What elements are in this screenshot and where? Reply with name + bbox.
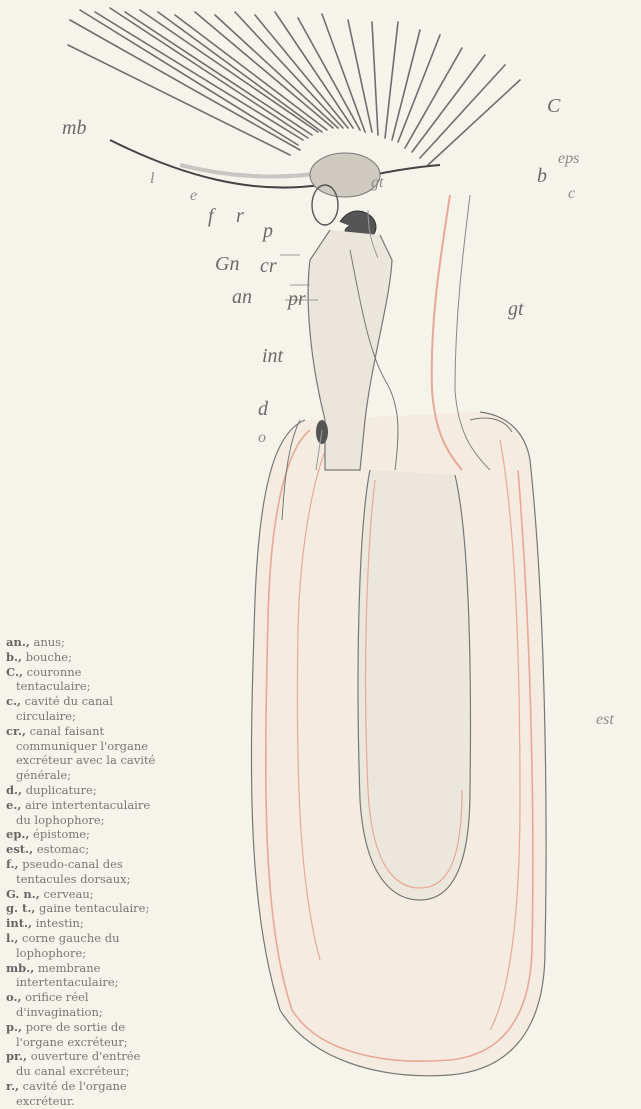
- legend-entry: int., intestin;: [6, 916, 158, 931]
- legend-abbreviation: d.,: [6, 783, 22, 797]
- label-C: C: [547, 95, 561, 117]
- legend-abbreviation: est.,: [6, 842, 33, 856]
- label-d: d: [258, 398, 269, 420]
- label-p: p: [261, 220, 273, 242]
- legend-entry: l., corne gauche du lophophore;: [6, 931, 158, 961]
- legend-entry: f., pseudo-canal des tentacules dorsaux;: [6, 857, 158, 887]
- legend-entry: d., duplicature;: [6, 783, 158, 798]
- label-an: an: [232, 286, 252, 308]
- legend-description: aire intertentaculaire du lophophore;: [16, 798, 150, 827]
- label-f: f: [208, 205, 216, 227]
- legend-entry: mb., membrane intertentaculaire;: [6, 961, 158, 991]
- legend-entry: ep., épistome;: [6, 827, 158, 842]
- legend-description: cavité de l'organe excréteur.: [16, 1079, 127, 1108]
- legend-abbreviation: ep.,: [6, 827, 29, 841]
- legend-abbreviation: f.,: [6, 857, 19, 871]
- legend-abbreviation: pr.,: [6, 1049, 27, 1063]
- legend-description: pseudo-canal des tentacules dorsaux;: [16, 857, 131, 886]
- legend-abbreviation: g. t.,: [6, 901, 35, 915]
- legend-entry: est., estomac;: [6, 842, 158, 857]
- legend-description: ouverture d'entrée du canal excréteur;: [16, 1049, 140, 1078]
- legend-abbreviation: int.,: [6, 916, 32, 930]
- legend-entry: r., cavité de l'organe excréteur.: [6, 1079, 158, 1109]
- label-est: est: [596, 711, 614, 728]
- legend-abbreviation: an.,: [6, 635, 30, 649]
- legend-entry: o., orifice réel d'invagination;: [6, 990, 158, 1020]
- label-mb: mb: [62, 117, 86, 139]
- legend-description: cerveau;: [43, 887, 93, 901]
- legend-description: cavité du canal circulaire;: [16, 694, 113, 723]
- legend-abbreviation: r.,: [6, 1079, 19, 1093]
- lophophore-inner-band: [180, 165, 330, 176]
- legend-description: corne gauche du lophophore;: [16, 931, 119, 960]
- legend-description: anus;: [33, 635, 64, 649]
- legend-description: pore de sortie de l'organe excréteur;: [16, 1020, 128, 1049]
- legend-abbreviation: C.,: [6, 665, 23, 679]
- legend-abbreviation: o.,: [6, 990, 21, 1004]
- legend-abbreviation: e.,: [6, 798, 21, 812]
- figure-legend: an., anus;b., bouche;C., couronne tentac…: [6, 635, 158, 1109]
- legend-description: orifice réel d'invagination;: [16, 990, 103, 1019]
- legend-description: épistome;: [33, 827, 90, 841]
- legend-abbreviation: c.,: [6, 694, 21, 708]
- legend-abbreviation: l.,: [6, 931, 18, 945]
- label-eps: eps: [558, 150, 579, 167]
- legend-abbreviation: mb.,: [6, 961, 34, 975]
- legend-entry: C., couronne tentaculaire;: [6, 665, 158, 695]
- legend-entry: p., pore de sortie de l'organe excréteur…: [6, 1020, 158, 1050]
- label-o: o: [258, 429, 266, 446]
- legend-entry: b., bouche;: [6, 650, 158, 665]
- legend-abbreviation: b.,: [6, 650, 22, 664]
- label-gn: Gn: [215, 253, 239, 275]
- legend-entry: e., aire intertentaculaire du lophophore…: [6, 798, 158, 828]
- legend-description: gaine tentaculaire;: [39, 901, 149, 915]
- label-int: int: [262, 345, 284, 367]
- legend-description: duplicature;: [26, 783, 97, 797]
- legend-entry: g. t., gaine tentaculaire;: [6, 901, 158, 916]
- legend-entry: pr., ouverture d'entrée du canal excréte…: [6, 1049, 158, 1079]
- label-e: e: [190, 187, 197, 204]
- label-gt-top: gt: [371, 174, 384, 191]
- label-r: r: [236, 205, 244, 227]
- epistome: [310, 153, 380, 197]
- label-c: c: [568, 185, 575, 202]
- legend-entry: G. n., cerveau;: [6, 887, 158, 902]
- legend-description: couronne tentaculaire;: [16, 665, 91, 694]
- legend-description: canal faisant communiquer l'organe excré…: [16, 724, 155, 782]
- legend-description: bouche;: [26, 650, 72, 664]
- legend-entry: an., anus;: [6, 635, 158, 650]
- legend-entry: c., cavité du canal circulaire;: [6, 694, 158, 724]
- legend-entry: cr., canal faisant communiquer l'organe …: [6, 724, 158, 783]
- label-cr: cr: [260, 255, 277, 277]
- stomach: [358, 470, 470, 900]
- legend-description: estomac;: [37, 842, 89, 856]
- label-l: l: [150, 170, 155, 187]
- label-b: b: [537, 165, 547, 187]
- legend-abbreviation: cr.,: [6, 724, 26, 738]
- tentacle-crown: [68, 8, 520, 165]
- legend-abbreviation: G. n.,: [6, 887, 40, 901]
- label-gt: gt: [508, 298, 524, 320]
- label-pr: pr: [286, 288, 306, 310]
- legend-abbreviation: p.,: [6, 1020, 22, 1034]
- legend-description: intestin;: [36, 916, 84, 930]
